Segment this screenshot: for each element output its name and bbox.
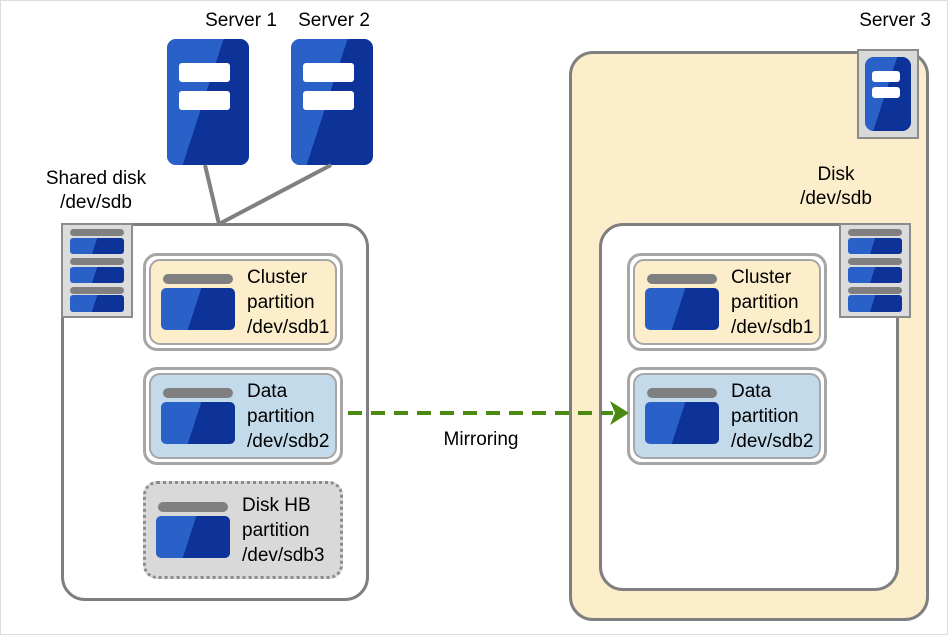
partition-line-1: Disk HB <box>242 494 311 516</box>
server-slot-bar <box>303 62 355 82</box>
server-slot-bar <box>871 87 901 99</box>
disk-body <box>848 266 902 283</box>
right-disk-label-line2: /dev/sdb <box>800 188 872 209</box>
disk-top <box>848 287 902 294</box>
partition-line-3: /dev/sdb2 <box>247 430 330 452</box>
partition-line-3: /dev/sdb3 <box>242 544 325 566</box>
shared-disk-label-line2: /dev/sdb <box>60 192 132 213</box>
disk-body <box>156 516 230 558</box>
partition-line-1: Data <box>731 380 772 402</box>
disk-body <box>161 288 235 330</box>
mirroring-label: Mirroring <box>443 429 519 450</box>
partition-text: Cluster partition /dev/sdb1 <box>731 265 813 340</box>
disk-unit <box>70 229 124 254</box>
server-slot-bar <box>179 62 231 82</box>
right-cluster-partition[interactable]: Cluster partition /dev/sdb1 <box>627 253 827 351</box>
left-cluster-partition[interactable]: Cluster partition /dev/sdb1 <box>143 253 343 351</box>
partition-line-1: Data <box>247 380 288 402</box>
partition-line-2: partition <box>242 519 310 541</box>
disk-top <box>163 388 233 398</box>
server-slot-bar <box>179 90 231 110</box>
disk-body <box>645 288 719 330</box>
partition-inner: Cluster partition /dev/sdb1 <box>633 259 821 345</box>
partition-inner: Data partition /dev/sdb2 <box>633 373 821 459</box>
disk-top <box>647 388 717 398</box>
disk-top <box>163 274 233 284</box>
disk-stack-icon-right <box>839 223 911 318</box>
right-data-partition[interactable]: Data partition /dev/sdb2 <box>627 367 827 465</box>
partition-text: Cluster partition /dev/sdb1 <box>247 265 329 340</box>
server-3-label: Server 3 <box>859 10 931 31</box>
partition-line-3: /dev/sdb1 <box>247 316 330 338</box>
server-tower-icon-2 <box>291 39 373 165</box>
disk-body <box>848 295 902 312</box>
partition-text: Data partition /dev/sdb2 <box>731 379 813 454</box>
disk-top <box>70 258 124 266</box>
partition-line-3: /dev/sdb2 <box>731 430 814 452</box>
disk-body <box>848 237 902 254</box>
disk-icon <box>161 274 235 330</box>
partition-line-1: Cluster <box>247 266 308 288</box>
server2-connector-line <box>218 163 332 226</box>
partition-line-2: partition <box>247 291 315 313</box>
left-data-partition[interactable]: Data partition /dev/sdb2 <box>143 367 343 465</box>
partition-line-2: partition <box>247 405 315 427</box>
disk-unit <box>70 258 124 283</box>
disk-icon <box>161 388 235 444</box>
server-tower-icon-3 <box>865 57 911 131</box>
disk-stack-icon-left <box>61 223 133 318</box>
disk-body <box>161 402 235 444</box>
server-tower-icon-1 <box>167 39 249 165</box>
server-1-label: Server 1 <box>205 10 277 31</box>
shared-disk-label-line1: Shared disk <box>45 168 147 189</box>
disk-unit <box>70 287 124 312</box>
partition-inner: Data partition /dev/sdb2 <box>149 373 337 459</box>
disk-unit <box>848 287 902 312</box>
partition-line-3: /dev/sdb1 <box>731 316 814 338</box>
disk-top <box>647 274 717 284</box>
disk-top <box>70 287 124 294</box>
partition-line-2: partition <box>731 291 799 313</box>
disk-top <box>848 229 902 237</box>
partition-inner: Cluster partition /dev/sdb1 <box>149 259 337 345</box>
disk-top <box>70 229 124 237</box>
partition-text: Data partition /dev/sdb2 <box>247 379 329 454</box>
disk-icon <box>156 502 230 558</box>
disk-unit <box>848 258 902 283</box>
right-disk-label-line1: Disk <box>817 164 855 185</box>
server1-connector-line <box>203 164 221 225</box>
disk-body <box>70 266 124 283</box>
partition-text: Disk HB partition /dev/sdb3 <box>242 493 324 568</box>
disk-icon <box>645 388 719 444</box>
server-slot-bar <box>871 71 901 83</box>
partition-line-1: Cluster <box>731 266 792 288</box>
partition-inner: Disk HB partition /dev/sdb3 <box>146 484 340 576</box>
left-disk-hb-partition[interactable]: Disk HB partition /dev/sdb3 <box>143 481 343 579</box>
disk-body <box>70 295 124 312</box>
disk-icon <box>645 274 719 330</box>
disk-top <box>158 502 228 512</box>
partition-line-2: partition <box>731 405 799 427</box>
disk-body <box>70 237 124 254</box>
server-slot-bar <box>303 90 355 110</box>
server-2-label: Server 2 <box>298 10 370 31</box>
disk-top <box>848 258 902 266</box>
disk-unit <box>848 229 902 254</box>
disk-body <box>645 402 719 444</box>
